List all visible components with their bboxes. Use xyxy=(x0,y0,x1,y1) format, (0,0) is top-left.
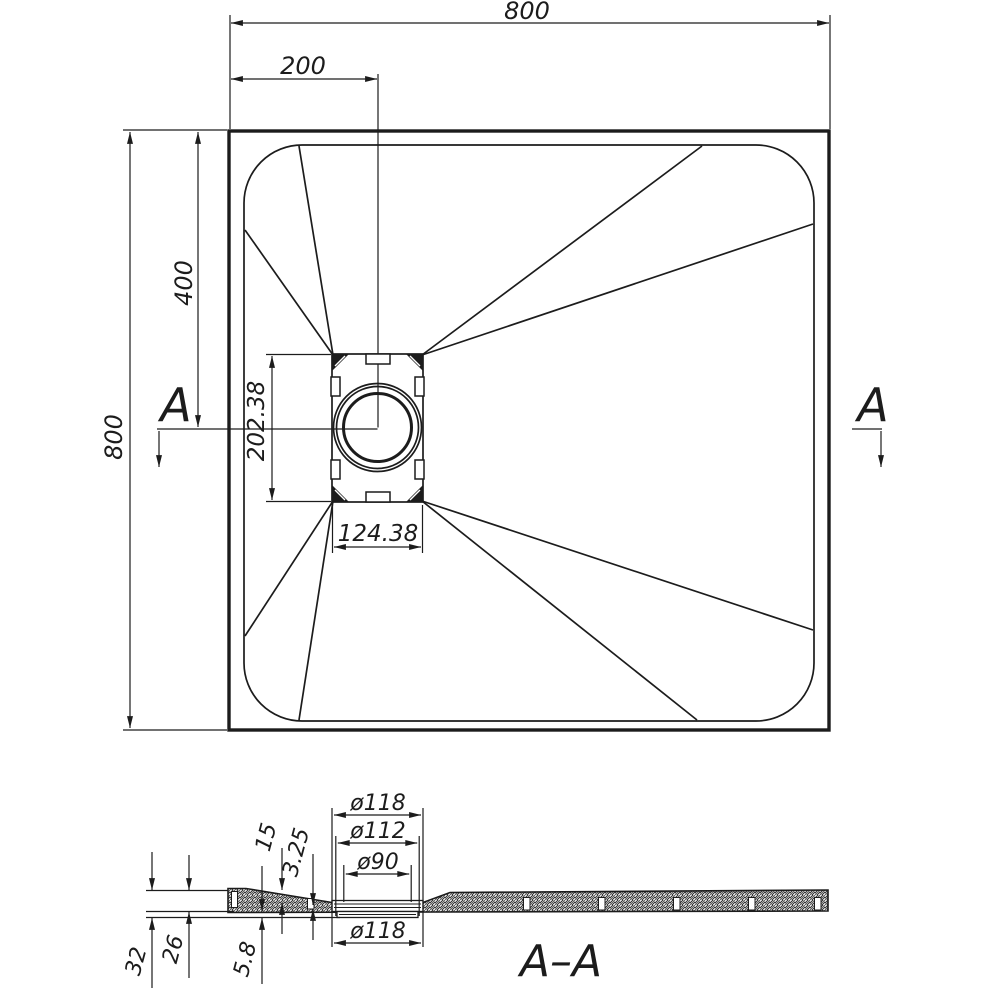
dim-label-dia-hole: ø90 xyxy=(356,850,398,875)
drain-circle-hole xyxy=(342,392,413,463)
dim-label-drain-offset-x: 200 xyxy=(280,52,326,80)
slope-line-bottom-left-b xyxy=(244,500,334,637)
slope-line-bottom-right-a xyxy=(421,500,698,721)
dim-overall-width: 800 xyxy=(229,0,831,129)
gusset-highlight-bl xyxy=(334,489,346,501)
dim-label-body-height: 26 xyxy=(158,933,189,967)
slope-line-top-left-a xyxy=(298,145,334,356)
slope-line-bottom-left-a xyxy=(298,500,334,721)
drain-flange-section-upper xyxy=(331,899,424,913)
dim-drain-offset-x: 200 xyxy=(230,52,378,82)
dim-label-drain-offset-y: 400 xyxy=(170,260,198,306)
gusset-highlight-tr xyxy=(409,355,421,367)
section-mark-right: A xyxy=(852,378,889,468)
section-foot-slot-6 xyxy=(814,897,822,911)
slope-line-top-right-b xyxy=(421,223,814,356)
drain-clip-left-upper xyxy=(330,376,341,397)
section-title: A–A xyxy=(517,936,602,987)
section-foot-slot-5 xyxy=(748,897,756,911)
dim-label-foot-height: 5.8 xyxy=(229,939,262,979)
drain-gusset-bottom-right xyxy=(406,485,423,502)
top-view: 800 200 800 400 202.38 xyxy=(100,0,889,732)
slope-line-bottom-right-b xyxy=(421,500,814,631)
section-mark-right-label: A xyxy=(854,378,888,432)
section-foot-slot-2 xyxy=(523,897,531,911)
slope-crease-lines xyxy=(244,145,814,721)
dim-label-overall-width: 800 xyxy=(504,0,550,25)
section-foot-slot-4 xyxy=(673,897,681,911)
dim-min-thickness-325: 3.25 xyxy=(278,825,316,940)
drain-clip-left-lower xyxy=(330,459,341,480)
drain-tab-top xyxy=(365,353,391,365)
dim-label-total-height: 32 xyxy=(121,945,152,979)
dim-overall-height: 800 xyxy=(100,129,227,731)
dim-body-height-26: 26 xyxy=(158,855,192,978)
drain-clip-right-upper xyxy=(414,376,425,397)
section-mark-left: A xyxy=(156,378,192,468)
dim-label-dia-top: ø118 xyxy=(349,791,405,816)
dim-foot-height-58: 5.8 xyxy=(229,866,265,984)
section-mark-left-label: A xyxy=(157,378,191,432)
slope-line-top-left-b xyxy=(244,229,334,356)
section-drain-body xyxy=(331,899,424,919)
section-view: ø118 ø112 ø90 ø118 32 xyxy=(121,791,829,988)
dim-dia-top-flange: ø118 xyxy=(331,791,424,947)
dim-total-height-32: 32 xyxy=(121,852,155,988)
drain-tab-bottom xyxy=(365,491,391,503)
dim-label-flange-height: 202.38 xyxy=(244,381,270,461)
dim-flange-height: 202.38 xyxy=(244,353,331,503)
section-rim-slot xyxy=(231,891,238,908)
dim-dia-drain-hole: ø90 xyxy=(343,850,412,902)
drain-clip-right-lower xyxy=(414,459,425,480)
dim-drain-offset-y: 400 xyxy=(170,131,201,428)
gusset-highlight-br xyxy=(409,489,421,501)
dim-label-edge-height: 15 xyxy=(251,821,282,855)
tray-outer-edge xyxy=(227,129,831,732)
drain-circle-mid xyxy=(335,385,420,470)
section-foot-slot-3 xyxy=(598,897,606,911)
drain-gusset-top-right xyxy=(406,354,423,371)
gusset-highlight-tl xyxy=(334,355,346,367)
dim-label-min-thickness: 3.25 xyxy=(278,825,315,879)
drain-gusset-bottom-left xyxy=(332,485,349,502)
dim-dia-bottom-flange: ø118 xyxy=(333,919,422,946)
dim-dia-mid-flange: ø112 xyxy=(335,819,420,916)
dim-flange-width: 124.38 xyxy=(331,505,424,553)
dim-label-flange-width: 124.38 xyxy=(338,521,418,547)
dim-heights: 32 26 5.8 15 3.25 xyxy=(121,821,340,988)
dim-label-overall-height: 800 xyxy=(100,414,128,460)
dim-label-dia-bottom: ø118 xyxy=(349,919,405,944)
drain-circle-outer xyxy=(332,382,423,473)
drain-flange xyxy=(330,353,425,503)
tray-inner-basin xyxy=(243,144,815,722)
dim-label-dia-mid: ø112 xyxy=(349,819,405,844)
slope-line-top-right-a xyxy=(421,145,703,356)
drain-gusset-top-left xyxy=(332,354,349,371)
